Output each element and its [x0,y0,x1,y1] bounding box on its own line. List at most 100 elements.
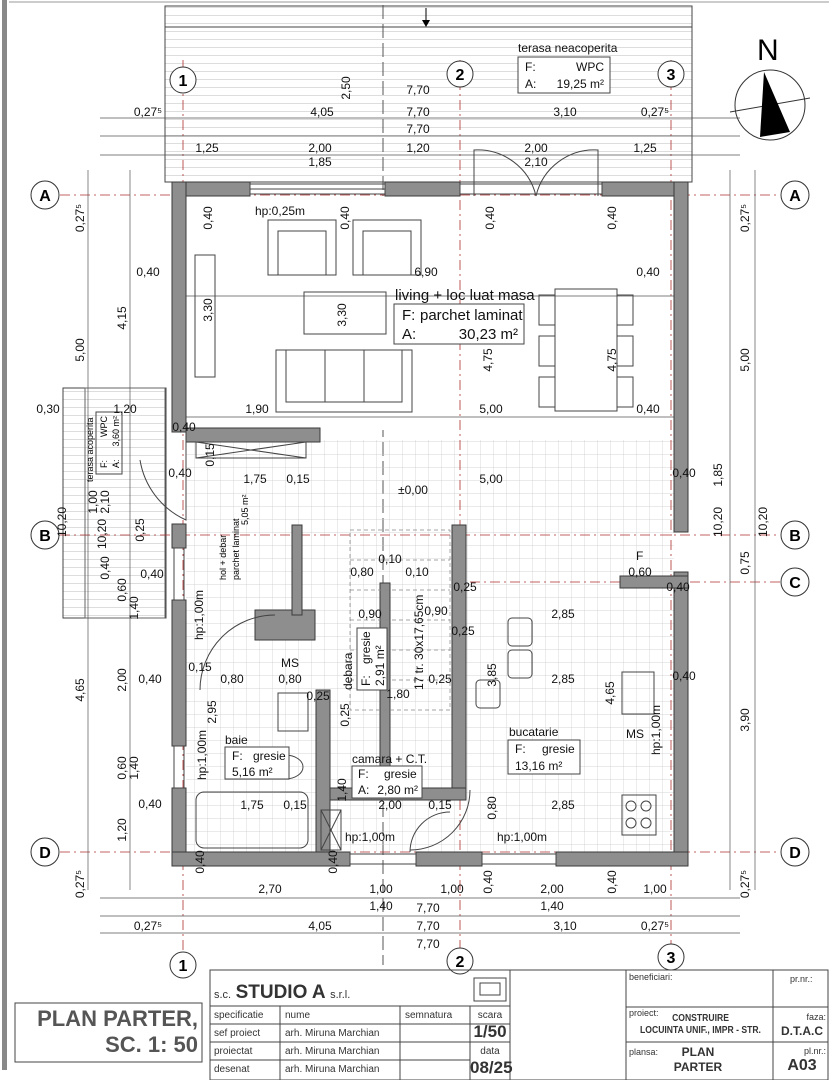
finish-value: WPC [99,416,109,437]
phase-label: faza: [806,1012,826,1022]
dimension-label: 2,85 [551,672,575,686]
kitchen-sink [621,671,655,715]
dimension-label: 1,40 [127,596,141,620]
dimension-label: 0,25 [451,624,475,638]
hp-label: hp:1,00m [345,830,395,844]
dimension-label: 0,80 [485,796,499,820]
dimension-label: 7,70 [416,919,440,933]
dimension-label: 0,40 [636,265,660,279]
dimension-label: 0,40 [636,402,660,416]
dimension-label: 0,10 [405,565,429,579]
dimension-label: 1,90 [245,402,269,416]
finish-value: gresie [542,742,575,756]
dimension-label: 1,00 [440,882,464,896]
dimension-label: 3,10 [553,105,577,119]
boiler [320,809,342,851]
sheet-title-line1: PLAN PARTER, [37,1006,198,1031]
dimension-label: 3,90 [738,708,752,732]
sheet-border [2,0,7,1070]
dimension-label: 1,00 [86,490,100,514]
dimension-label: 0,40 [136,265,160,279]
washbasin [277,692,309,732]
section-arrow-icon [422,20,430,27]
title-block-frame [14,969,829,1080]
dimension-label: 0,27⁵ [73,204,87,232]
dimension-label: 0,60 [628,565,652,579]
dimension-label: 0,40 [193,850,207,874]
dimension-label: 10,20 [55,507,69,537]
dimension-label: 0,40 [138,672,162,686]
dimension-label: 0,27⁵ [738,204,752,232]
room-bucatarie: bucatarie F: gresie 13,16 m² MS F [507,549,644,775]
room-terrace-uncovered: terasa neacoperita F: WPC A: 19,25 m² [517,41,618,94]
area-value: 2,91 m² [373,645,387,686]
terrace-covered-edge [84,387,166,619]
dimension-label: 2,95 [205,700,219,724]
header-date: data [480,1046,500,1057]
dimension-label: 0,27⁵ [641,919,669,933]
finish-value: WPC [576,60,604,74]
dimension-label: 2,00 [115,668,129,692]
axis-label-D-right: D [789,845,801,862]
project-nr-label: pr.nr.: [790,974,813,984]
company-prefix: s.c. [214,989,232,1001]
dimension-label: 0,15 [428,798,452,812]
row-role: desenat [214,1064,250,1075]
dimension-label: 0,90 [424,604,448,618]
coffee-table [303,291,387,335]
finish-label: F: [99,460,109,468]
axis-label-1-bottom: 1 [179,958,188,975]
area-label: A: [402,326,416,343]
dimension-label: 0,40 [140,567,164,581]
dimension-label: 0,40 [201,206,215,230]
dimension-label: 2,85 [551,607,575,621]
axis-label-3: 3 [667,67,676,84]
axis-label-A: A [39,188,51,205]
header-signature: semnatura [405,1010,453,1021]
dimension-label: 3,10 [553,919,577,933]
dimension-label: 1,20 [115,818,129,842]
dimension-label: 0,40 [605,870,619,894]
room-living: living + loc luat masa F: parchet lamina… [255,204,535,345]
dimension-label: 0,40 [138,797,162,811]
hp-label: hp:0,25m [255,204,305,218]
dimension-label: 4,75 [605,348,619,372]
tiled-floors [186,196,674,852]
dimension-label: 1,40 [335,778,349,802]
chimney-shaft [195,441,307,459]
hp-label: hp:1,00m [195,730,209,780]
finish-label: F: [402,307,415,324]
dimension-label: 0,27⁵ [134,105,162,119]
dimension-label: 3,30 [335,303,349,327]
dimension-label: 0,10 [378,552,402,566]
dimension-label: 4,05 [310,105,334,119]
dimension-label: 0,40 [666,580,690,594]
dimension-label: 4,75 [481,348,495,372]
beneficiary-label: beneficiari: [629,972,673,982]
area-value: 13,16 m² [515,759,562,773]
dimension-label: 10,20 [711,507,725,537]
dimension-label: 0,80 [350,565,374,579]
room-terrace-covered: terasa acoperita F: WPC A: 3,60 m² [85,411,123,482]
axis-label-B-right: B [789,528,801,545]
sheet-label: plansa: [629,1047,659,1057]
dimension-label: 2,85 [551,798,575,812]
stairs-label: 17 tr. 30x17,65cm [412,595,426,690]
dimension-label: 2,00 [378,798,402,812]
hp-label: hp:1,00m [649,705,663,755]
company-main-name: STUDIO A [235,982,326,1003]
dimension-label: 2,10 [98,490,112,514]
finish-label: F: [232,749,243,763]
sheet-title: PLAN PARTER, SC. 1: 50 [18,1006,198,1058]
ms-label: MS [626,727,644,741]
dimension-label: 2,00 [540,882,564,896]
room-name: baie [225,733,248,747]
row-name: arh. Miruna Marchian [285,1064,380,1075]
axis-label-A-right: A [789,188,801,205]
tv-unit [194,254,216,378]
date-value: 08/25 [470,1058,513,1077]
dimension-label: 5,00 [479,472,503,486]
area-value: 2,80 m² [377,783,418,797]
finish-value: parchet laminat [231,518,241,580]
